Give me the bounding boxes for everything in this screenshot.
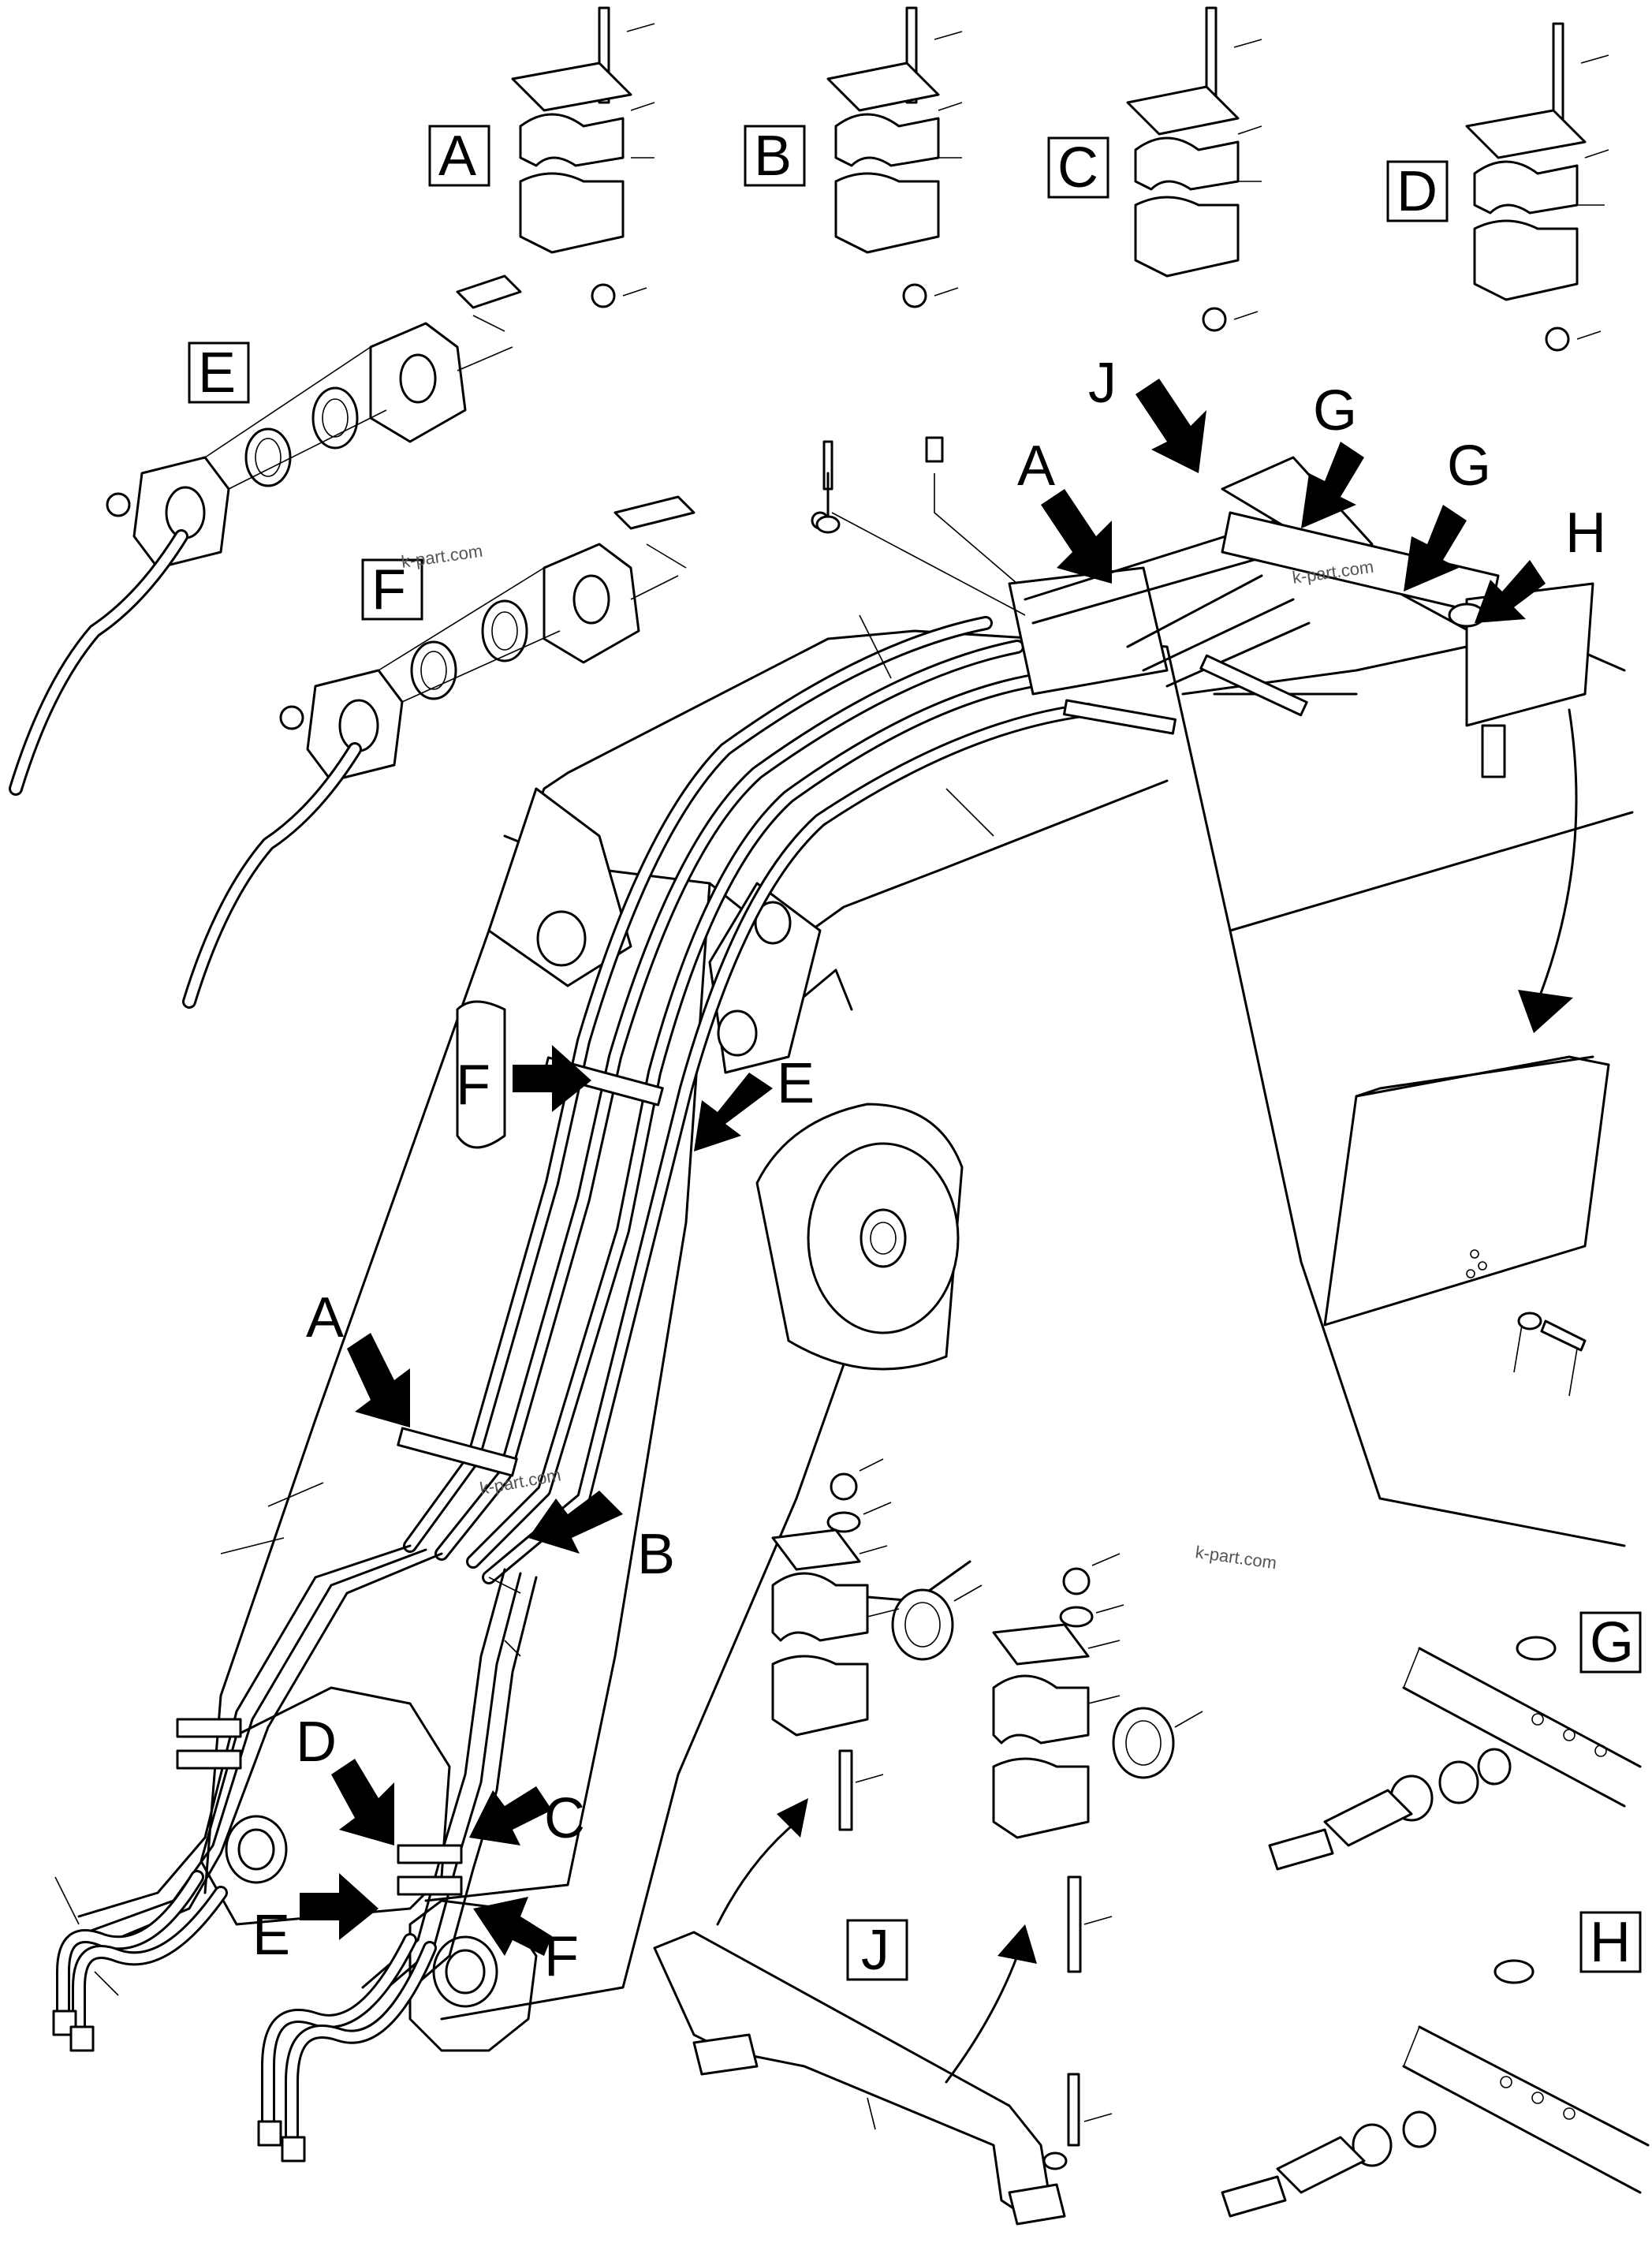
indicator-arrows	[300, 379, 1546, 1956]
arrow-top-a	[1041, 489, 1112, 584]
arrow-labels: A J G G H F E A B D C E F	[252, 352, 1606, 1988]
clamp-detail-a	[511, 6, 632, 308]
curved-arrow-to-plate	[1518, 708, 1578, 1033]
arrow-label-top-h: H	[1565, 502, 1606, 565]
arrow-label-low-d: D	[296, 1711, 337, 1774]
arrow-label-top-j: J	[1088, 352, 1117, 415]
arrow-low-a	[347, 1333, 410, 1427]
arrow-label-top-g1: G	[1313, 379, 1357, 442]
bracket-detail-j	[653, 1798, 1066, 2226]
arrow-label-top-a: A	[1017, 435, 1055, 498]
manifold-detail-g	[1268, 1636, 1642, 1871]
arrow-top-h	[1475, 560, 1546, 623]
label-box-c: C	[1057, 136, 1098, 200]
arrow-label-low-c: C	[544, 1787, 585, 1850]
label-box-d: D	[1397, 160, 1438, 223]
label-box-g: G	[1590, 1611, 1634, 1674]
arrow-low-e	[300, 1873, 379, 1940]
flange-detail-e	[9, 274, 522, 796]
arrow-label-mid-e: E	[777, 1052, 815, 1115]
arrow-label-low-a: A	[306, 1286, 344, 1349]
arrow-low-d	[331, 1759, 394, 1845]
arrow-top-j	[1136, 379, 1206, 473]
arrow-low-b	[528, 1491, 623, 1554]
clamp-detail-d	[1465, 22, 1587, 352]
arrow-label-mid-f: F	[456, 1054, 490, 1117]
manifold-detail-h	[1221, 1959, 1650, 2218]
clamp-parts-stack-left	[771, 1472, 954, 1831]
flange-detail-f	[182, 495, 695, 1009]
boxed-labels: A B C D E F G H J	[188, 125, 1642, 1982]
arrow-label-low-f: F	[544, 1925, 579, 1988]
label-box-b: B	[754, 125, 792, 188]
cover-plate	[1323, 1055, 1610, 1397]
arrow-mid-e	[694, 1073, 773, 1151]
label-box-a: A	[438, 125, 476, 188]
arrow-mid-f	[513, 1045, 591, 1112]
label-box-f: F	[371, 558, 406, 621]
boom-structure	[200, 629, 1634, 2052]
label-box-j: J	[861, 1919, 889, 1982]
arrow-label-top-g2: G	[1447, 435, 1491, 498]
clamp-detail-b	[826, 6, 940, 308]
hose-bundle-lower	[52, 1056, 664, 2163]
label-box-e: E	[198, 341, 236, 405]
watermark-4: k-part.com	[1194, 1542, 1277, 1573]
clamp-detail-c	[1126, 6, 1240, 332]
arrow-low-f	[473, 1897, 552, 1956]
arrow-top-g2	[1404, 505, 1467, 591]
clamp-parts-stack-right	[992, 1567, 1175, 2170]
label-box-h: H	[1590, 1911, 1631, 1974]
arrow-label-low-e: E	[252, 1904, 290, 1967]
arrow-top-g1	[1301, 442, 1364, 528]
arrow-low-c	[469, 1786, 552, 1845]
hose-bundle-upper	[403, 616, 1095, 1584]
arrow-label-low-b: B	[637, 1523, 675, 1586]
watermark-1: k-part.com	[400, 541, 483, 572]
leader-lines	[54, 23, 1609, 2130]
